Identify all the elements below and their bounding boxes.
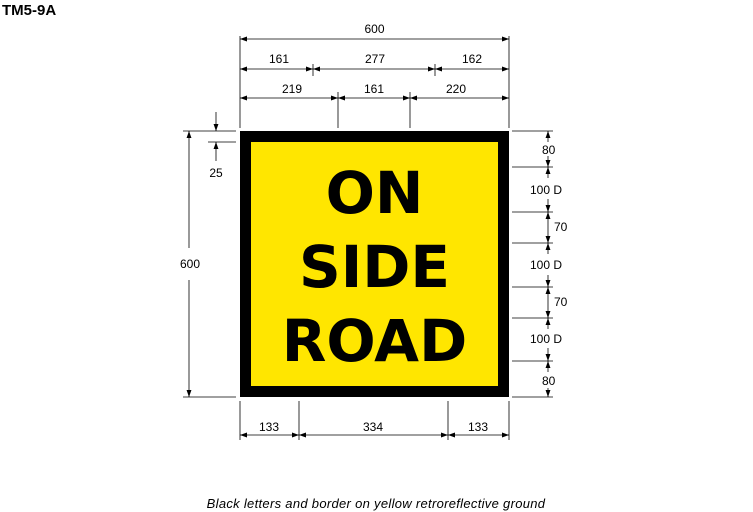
drawing-title: TM5-9A bbox=[2, 2, 56, 19]
sign-ground bbox=[251, 142, 498, 386]
dim-top-row2-a: 219 bbox=[282, 82, 302, 96]
dim-top-row1-a: 161 bbox=[269, 52, 289, 66]
dim-top-row1-c: 162 bbox=[462, 52, 482, 66]
dim-top-total: 600 bbox=[364, 22, 384, 36]
dim-right-letter-2: 100 D bbox=[530, 258, 562, 272]
sign-line-3: ROAD bbox=[282, 307, 467, 375]
dim-top-row2-b: 161 bbox=[364, 82, 384, 96]
sign-panel: ON SIDE ROAD bbox=[240, 131, 509, 397]
dim-bottom-a: 133 bbox=[259, 420, 279, 434]
dim-right-bottom-border: 80 bbox=[542, 374, 556, 388]
dim-left-total: 600 bbox=[180, 257, 200, 271]
right-dimensions: 80 100 D 70 100 D 70 100 D 80 bbox=[512, 130, 568, 398]
dim-bottom-c: 133 bbox=[468, 420, 488, 434]
dim-left-border: 25 bbox=[209, 166, 223, 180]
caption: Black letters and border on yellow retro… bbox=[207, 496, 546, 511]
sign-line-2: SIDE bbox=[299, 233, 450, 301]
dim-right-letter-1: 100 D bbox=[530, 183, 562, 197]
dim-right-top-border: 80 bbox=[542, 143, 556, 157]
dim-right-gap-2: 70 bbox=[554, 295, 568, 309]
dim-right-gap-1: 70 bbox=[554, 220, 568, 234]
dim-top-row1-b: 277 bbox=[365, 52, 385, 66]
bottom-dimensions: 133 334 133 bbox=[239, 401, 510, 440]
dim-right-letter-3: 100 D bbox=[530, 332, 562, 346]
dim-top-row2-c: 220 bbox=[446, 82, 466, 96]
left-dimensions: 600 25 bbox=[180, 112, 236, 398]
dim-bottom-b: 334 bbox=[363, 420, 383, 434]
sign-line-1: ON bbox=[326, 159, 424, 227]
top-dimensions: 600 161 277 162 219 161 220 bbox=[239, 22, 510, 128]
